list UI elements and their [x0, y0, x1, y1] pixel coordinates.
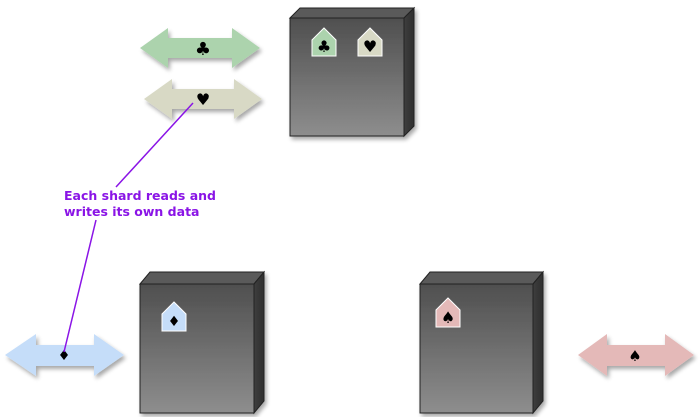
heart-symbol: ♥: [363, 37, 377, 56]
diamond-symbol: ♦: [168, 314, 181, 330]
spade-data-arrow: ♠: [578, 334, 694, 376]
club-symbol: ♣: [317, 37, 331, 56]
diamond-symbol: ♦: [58, 348, 71, 364]
diamond-shard-house-icon: ♦: [161, 301, 187, 332]
annotation-text-line-2: writes its own data: [64, 204, 200, 219]
spade-symbol: ♠: [441, 308, 455, 327]
club-data-arrow: ♣: [140, 28, 260, 68]
annotation-text-line-1: Each shard reads and: [64, 188, 216, 203]
heart-data-arrow: ♥: [144, 79, 262, 119]
heart-shard-house-icon: ♥: [357, 27, 383, 57]
heart-symbol: ♥: [196, 90, 210, 109]
spade-symbol: ♠: [628, 347, 641, 365]
annotation-connector-line: [63, 219, 97, 353]
club-symbol: ♣: [195, 39, 211, 60]
server-box-top: [288, 6, 416, 138]
club-shard-house-icon: ♣: [311, 27, 337, 57]
spade-shard-house-icon: ♠: [435, 297, 461, 328]
annotation-connector-line: [115, 102, 194, 188]
server-box-bottom-left: [138, 270, 266, 415]
server-box-bottom-right: [418, 270, 545, 415]
diamond-data-arrow: ♦: [5, 334, 124, 376]
